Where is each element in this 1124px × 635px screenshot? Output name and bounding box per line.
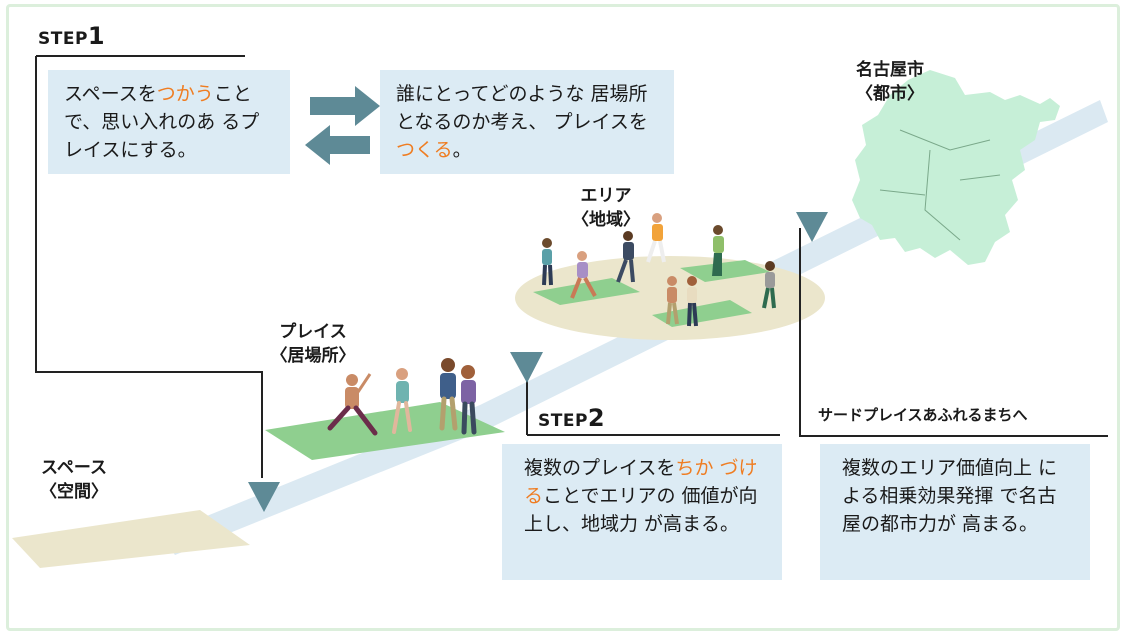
label-space-title: スペース: [41, 458, 107, 478]
person-icon: [646, 213, 666, 263]
step2-label: STEP2: [538, 404, 605, 432]
people-group-area: [542, 213, 776, 327]
arrow-down-icon: [248, 482, 280, 512]
box-use-text-2: こと で、思い入れのあ るプレイスにする。: [64, 83, 260, 161]
box-make-text: 誰にとってどのような 居場所となるのか考え、 プレイスを: [396, 83, 648, 133]
person-icon: [762, 261, 776, 309]
label-space: スペース 〈空間〉: [14, 456, 134, 504]
city-map-icon: [852, 70, 1060, 265]
box-make-highlight: つくる: [396, 139, 453, 161]
third-place-bracket-line: [799, 228, 1108, 437]
step1-number: 1: [87, 22, 106, 50]
step2-number: 2: [587, 404, 606, 432]
label-area: エリア 〈地域〉: [546, 184, 666, 232]
city-ward-lines: [879, 129, 1001, 241]
box-use-space: スペースをつかうこと で、思い入れのあ るプレイスにする。: [48, 70, 290, 174]
area-green-patch: [680, 260, 770, 282]
person-icon: [712, 225, 724, 276]
space-ground: [12, 510, 250, 568]
person-icon: [327, 373, 378, 436]
box-link-text-2: ことでエリアの 価値が向上し、地域力 が高まる。: [524, 485, 758, 535]
arrow-down-icon: [796, 212, 828, 242]
box-link-text: 複数のプレイスを: [524, 457, 676, 479]
person-icon: [570, 251, 597, 299]
label-place-title: プレイス: [279, 322, 347, 342]
step1-bracket-line: [35, 55, 263, 478]
person-icon: [687, 276, 698, 327]
box-link-places: 複数のプレイスをちか づけることでエリアの 価値が向上し、地域力 が高まる。: [502, 444, 782, 580]
label-place-sub: 〈居場所〉: [270, 346, 356, 366]
step1-text: STEP: [38, 29, 88, 49]
box-make-text-2: 。: [452, 139, 472, 161]
label-space-sub: 〈空間〉: [40, 482, 108, 502]
area-green-patch: [533, 278, 640, 305]
box-link-highlight: ちか づける: [524, 457, 758, 507]
label-city: 名古屋市 〈都市〉: [830, 58, 950, 106]
person-icon: [542, 238, 553, 286]
box-city-power: 複数のエリア価値向上 による相乗効果発揮 で名古屋の都市力が 高まる。: [820, 444, 1090, 580]
person-icon: [392, 368, 412, 434]
label-city-title: 名古屋市: [856, 60, 924, 80]
people-group-place: [327, 358, 477, 436]
box-use-text: スペースを: [64, 83, 157, 105]
person-icon: [666, 276, 679, 325]
box-make-place: 誰にとってどのような 居場所となるのか考え、 プレイスをつくる。: [380, 70, 674, 174]
box-city-text: 複数のエリア価値向上 による相乗効果発揮 で名古屋の都市力が 高まる。: [842, 457, 1058, 535]
label-area-title: エリア: [580, 186, 632, 206]
box-use-highlight: つかう: [156, 83, 214, 105]
arrow-right-icon: [310, 86, 380, 126]
label-city-sub: 〈都市〉: [856, 84, 924, 104]
arrow-down-icon: [510, 352, 543, 383]
arrow-left-icon: [305, 125, 370, 165]
person-icon: [439, 358, 458, 431]
person-icon: [461, 365, 477, 435]
person-icon: [616, 231, 635, 283]
third-place-caption: サードプレイスあふれるまちへ: [818, 406, 1028, 424]
label-area-sub: 〈地域〉: [572, 210, 640, 230]
label-place: プレイス 〈居場所〉: [248, 320, 378, 368]
step2-text: STEP: [538, 411, 588, 431]
step1-label: STEP1: [38, 22, 105, 50]
